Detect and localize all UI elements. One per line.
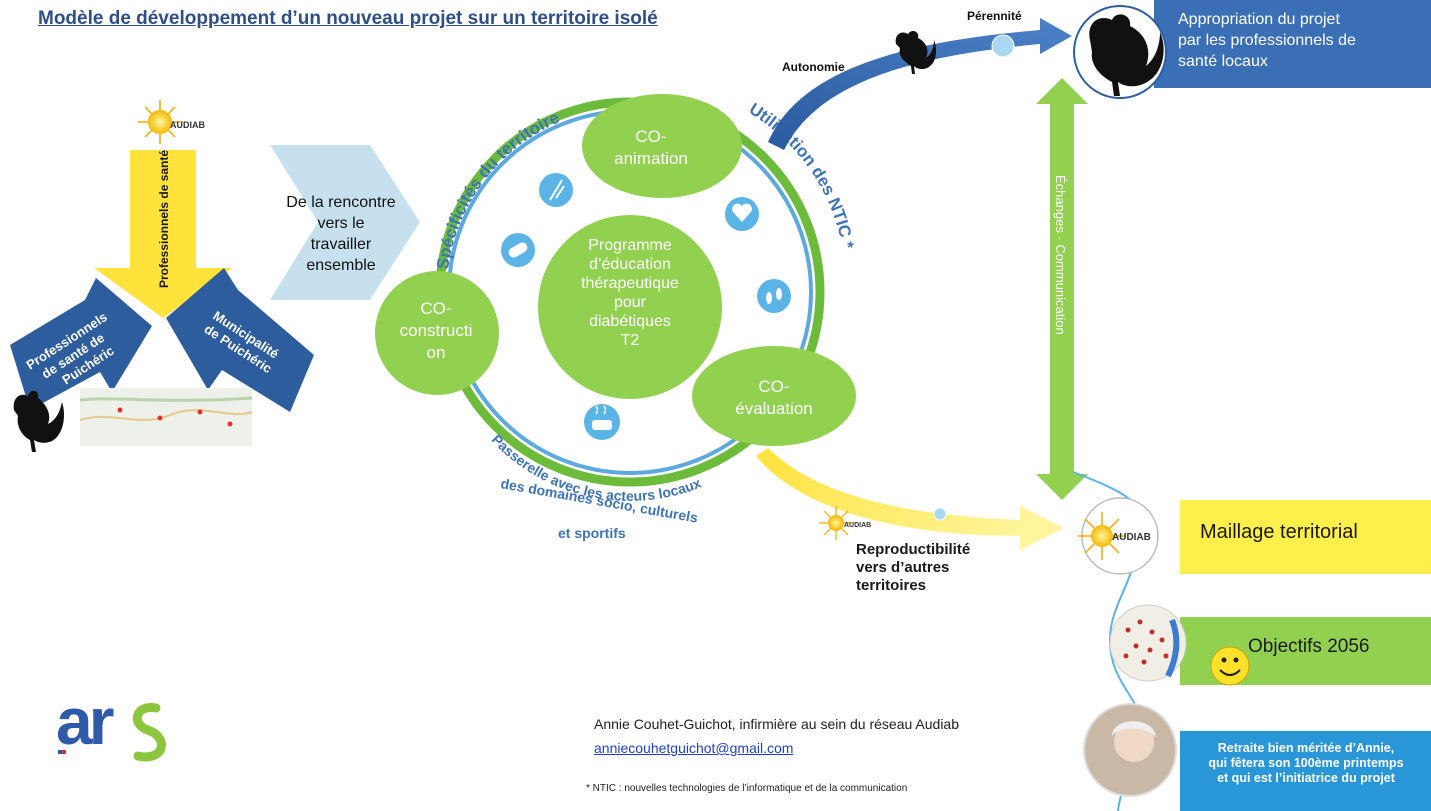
retraite-label: Retraite bien méritée d’Annie, qui fêter… xyxy=(1188,741,1424,786)
retraite-line: et qui est l’initiatrice du projet xyxy=(1217,771,1395,785)
author-credit: Annie Couhet-Guichot, infirmière au sein… xyxy=(594,716,959,732)
retraite-box xyxy=(1180,731,1431,811)
top-blue-arrow xyxy=(768,18,1072,150)
page-title: Modèle de développement d’un nouveau pro… xyxy=(38,8,658,29)
chevron-line-3: travailler xyxy=(310,236,372,253)
co-evaluation-label: CO- évaluation xyxy=(694,376,854,420)
arc-label-passerelle-3: et sportifs xyxy=(558,525,626,541)
chevron-line-4: ensemble xyxy=(306,257,376,274)
map-pins xyxy=(1123,619,1169,665)
audiab-logo-small: AUDIAB xyxy=(819,506,871,540)
portrait-face xyxy=(1114,722,1154,762)
center-line: diabétiques xyxy=(589,313,671,330)
yellow-down-arrow xyxy=(94,150,232,318)
co-evaluation-line: évaluation xyxy=(735,399,813,418)
pill-icon xyxy=(501,233,535,267)
map-thumbnail xyxy=(79,388,253,446)
rooster-icon xyxy=(13,390,65,452)
author-email-link[interactable]: anniecouhetguichot@gmail.com xyxy=(594,740,794,756)
footnote: * NTIC : nouvelles technologies de l’inf… xyxy=(586,783,908,794)
maillage-box xyxy=(1180,500,1431,574)
co-animation-circle xyxy=(582,94,742,198)
smiley-icon xyxy=(1210,646,1250,686)
co-construction-line: on xyxy=(426,343,446,362)
center-line: Programme xyxy=(588,237,672,254)
perennite-label: Pérennité xyxy=(967,9,1022,23)
chevron-arrow xyxy=(270,145,420,300)
food-icon xyxy=(539,173,573,207)
co-animation-line: CO- xyxy=(635,127,667,146)
yellow-arrow-label: Professionnels de santé xyxy=(157,150,171,288)
appropriation-line: santé locaux xyxy=(1178,53,1268,70)
svg-text:ar: ar xyxy=(56,684,114,758)
reproductibilite-line: Reproductibilité xyxy=(856,541,971,558)
chevron-line-2: vers le xyxy=(317,215,365,232)
center-line: d’éducation xyxy=(589,256,671,273)
co-construction-label: CO- constructi on xyxy=(376,298,496,364)
portrait-hair xyxy=(1112,721,1156,738)
maillage-label: Maillage territorial xyxy=(1200,521,1358,543)
map-circle xyxy=(1109,604,1187,682)
center-line: T2 xyxy=(620,332,640,349)
co-evaluation-circle xyxy=(692,346,856,446)
reproductibilite-line: vers d’autres xyxy=(856,559,950,576)
rooster-large-icon xyxy=(1089,14,1164,96)
chevron-line-1: De la rencontre xyxy=(286,194,396,211)
map-coast xyxy=(1165,618,1180,678)
co-construction-circle xyxy=(375,271,499,395)
center-circle-label: Programme d’éducation thérapeutique pour… xyxy=(550,236,710,350)
bottom-yellow-arrow xyxy=(756,448,1064,550)
vertical-double-arrow xyxy=(1036,78,1088,500)
retraite-line: qui fêtera son 100ème printemps xyxy=(1208,756,1404,770)
svg-text:AUDIAB: AUDIAB xyxy=(170,120,205,130)
center-line: pour xyxy=(613,294,647,311)
appropriation-box xyxy=(1154,0,1431,88)
co-animation-line: animation xyxy=(614,149,688,168)
retraite-line: Retraite bien méritée d’Annie, xyxy=(1217,741,1395,755)
co-evaluation-line: CO- xyxy=(758,377,790,396)
audiab-logo-right: AUDIAB xyxy=(1078,512,1151,560)
appropriation-line: Appropriation du projet xyxy=(1178,11,1340,28)
center-circle xyxy=(538,215,722,399)
blue-right-arrow xyxy=(166,268,314,412)
autonomie-label: Autonomie xyxy=(782,60,845,74)
appropriation-label: Appropriation du projet par les professi… xyxy=(1178,9,1418,72)
reproductibilite-line: territoires xyxy=(856,577,927,594)
appropriation-line: par les professionnels de xyxy=(1178,32,1356,49)
ars-logo: ar xyxy=(56,684,166,762)
footprints-icon xyxy=(757,279,791,313)
co-construction-line: constructi xyxy=(399,321,473,340)
svg-text:AUDIAB: AUDIAB xyxy=(1112,532,1151,543)
chevron-label: De la rencontre vers le travailler ensem… xyxy=(266,192,416,276)
cooking-pot-icon xyxy=(584,404,620,440)
vertical-arrow-label: Échanges - Communication xyxy=(1053,175,1068,335)
svg-text:AUDIAB: AUDIAB xyxy=(844,522,871,529)
objectifs-label: Objectifs 2056 xyxy=(1248,636,1370,657)
audiab-logo-left: AUDIAB xyxy=(138,100,205,144)
blue-left-arrow xyxy=(10,278,152,410)
co-animation-label: CO- animation xyxy=(586,126,716,170)
center-line: thérapeutique xyxy=(581,275,679,292)
co-construction-line: CO- xyxy=(420,299,452,318)
rooster-small-icon xyxy=(895,31,937,74)
reproductibilite-label: Reproductibilité vers d’autres territoir… xyxy=(856,541,1016,595)
heart-hand-icon xyxy=(725,197,759,231)
